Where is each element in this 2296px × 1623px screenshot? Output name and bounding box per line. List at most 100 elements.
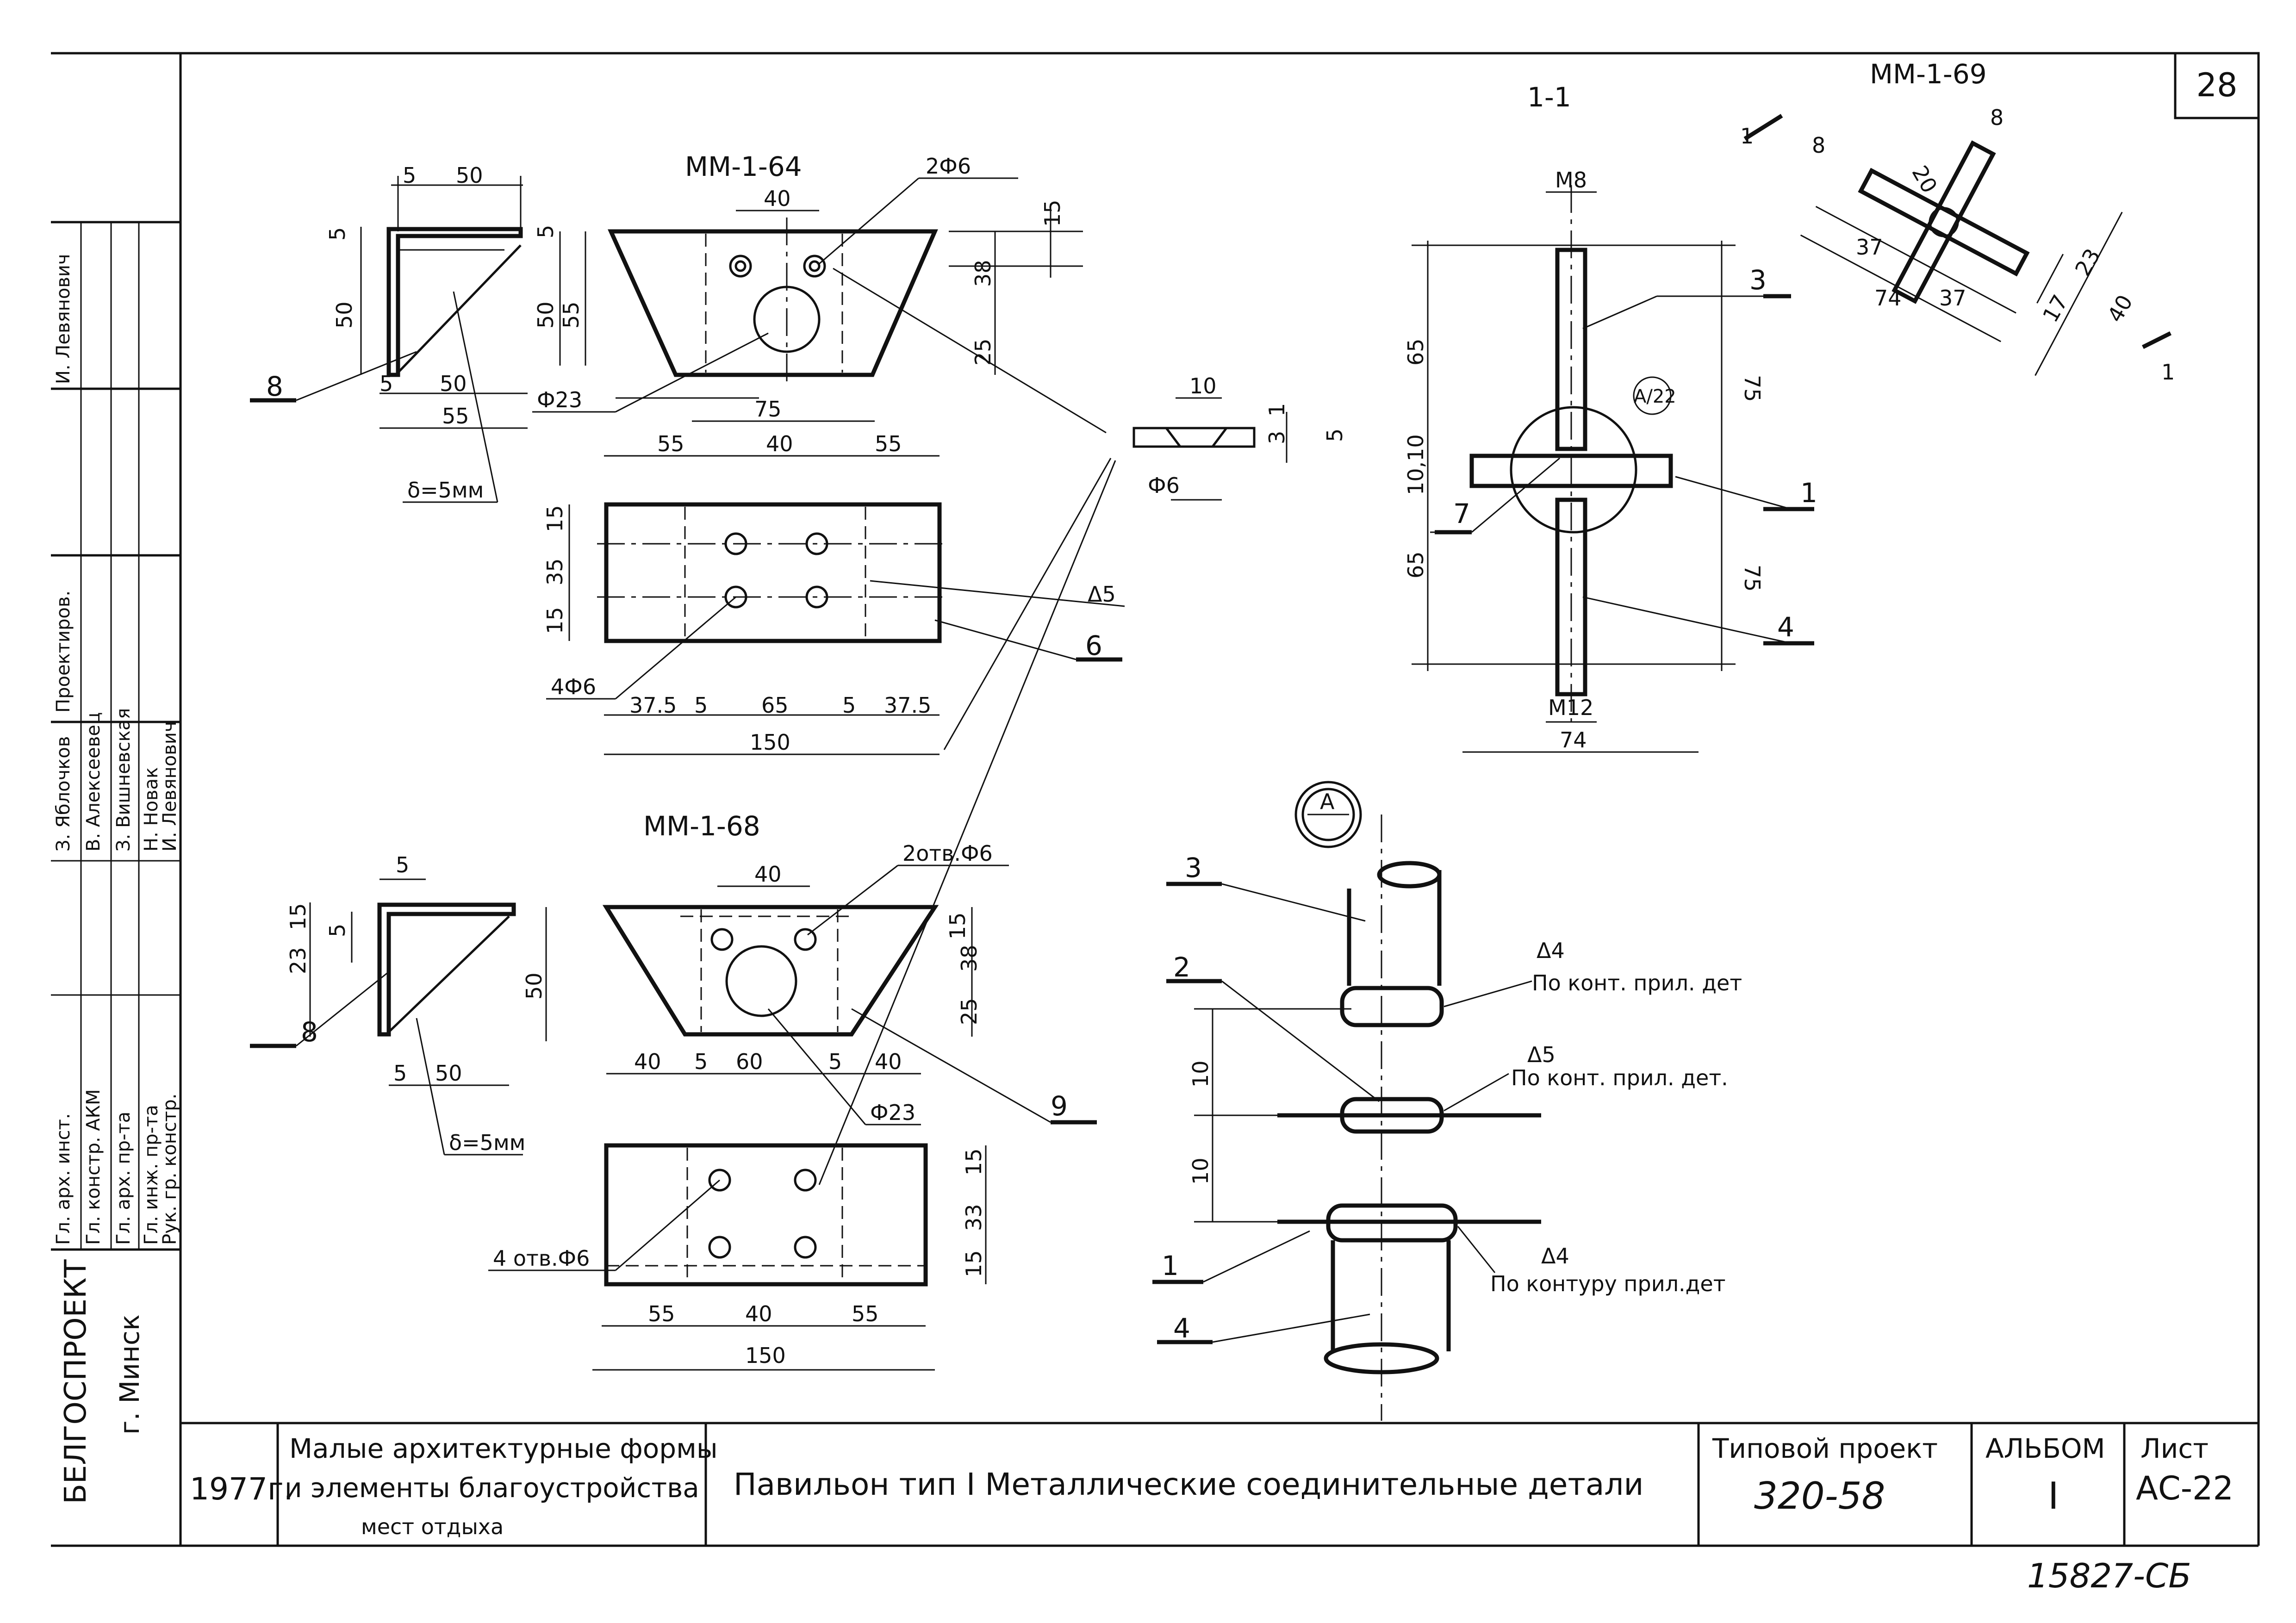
archive-stamp: 15827-СБ — [2027, 1556, 2191, 1595]
sheet-label: Лист — [2140, 1433, 2209, 1464]
series-line-3: мест отдыха — [361, 1514, 504, 1539]
mm168-dim-5-l: 5 — [325, 924, 350, 937]
plan68-dim-33: 33 — [961, 1204, 986, 1231]
plan68-dim-15-a: 15 — [961, 1148, 986, 1175]
node-ref: А/22 — [1634, 386, 1676, 407]
dim-50-left: 50 — [332, 301, 357, 329]
callout-8: 7 — [1453, 498, 1470, 529]
series-line-2: и элементы благоустройства — [285, 1472, 699, 1504]
mm168-dim-40-r: 40 — [875, 1049, 902, 1074]
dim-50-bottom: 50 — [440, 371, 467, 396]
detail-dim-5: 5 — [1322, 429, 1347, 442]
label-4phi6: 4Ф6 — [551, 674, 596, 699]
detail-dim-1: 1 — [1264, 403, 1289, 417]
cut-mark-bottom: 1 — [2161, 360, 2175, 385]
callout-7-a: 8 — [266, 371, 283, 402]
weld5-mid: Δ5 — [1527, 1042, 1556, 1067]
cross-dim-8-a: 8 — [1812, 133, 1825, 158]
plan-dim-150: 150 — [750, 730, 790, 755]
plan-dim-55-l: 55 — [657, 431, 684, 456]
bolt-dim-10-10: 10,10 — [1403, 434, 1428, 495]
thickness-note-b: δ=5мм — [449, 1130, 525, 1155]
sheet-value: АС-22 — [2136, 1469, 2234, 1507]
project-label: Типовой проект — [1712, 1433, 1938, 1464]
label-4holes-phi6: 4 отв.Ф6 — [493, 1246, 590, 1271]
label-2phi6: 2Ф6 — [926, 154, 971, 179]
dim-50-top: 50 — [456, 163, 483, 188]
label-2holes-phi6: 2отв.Ф6 — [902, 841, 993, 866]
node-a-detail — [1194, 815, 1541, 1421]
weld-note-2: По конт. прил. дет. — [1511, 1065, 1728, 1090]
mm168-dim-40-l: 40 — [634, 1049, 661, 1074]
sheet-title: Павильон тип I Металлические соединитель… — [734, 1467, 1643, 1502]
plan-dim-5-l: 5 — [694, 693, 708, 718]
weld4-top: Δ4 — [1537, 938, 1565, 963]
sheet-frame — [51, 52, 2260, 1547]
plan68-dim-15-b: 15 — [961, 1250, 986, 1277]
callout-6: 6 — [1085, 630, 1102, 661]
bolt-section — [1412, 185, 1736, 753]
mm169-title: ММ-1-69 — [1870, 58, 1987, 90]
mm164-dim-40: 40 — [764, 186, 791, 211]
bolt-dim-74: 74 — [1560, 728, 1587, 752]
plan-dim-15-b: 15 — [542, 607, 567, 634]
detail-dim-10: 10 — [1189, 373, 1217, 398]
mm164-dim-75: 75 — [754, 397, 782, 422]
callout-2: 2 — [1173, 951, 1190, 983]
staff-role-4: Гл. инж. пр-та — [141, 1105, 162, 1245]
bolt-m8: М8 — [1555, 168, 1587, 193]
plan-dim-35: 35 — [542, 558, 567, 585]
dim-5-left: 5 — [325, 227, 350, 241]
detail-dim-3: 3 — [1264, 431, 1289, 444]
bolt-dim-65-bot: 65 — [1403, 551, 1428, 578]
dim-5-bottom: 5 — [380, 371, 393, 396]
cross-dim-17: 17 — [2038, 291, 2073, 327]
dim-5-top: 5 — [403, 163, 416, 188]
cross-dim-37-b: 37 — [1939, 286, 1966, 311]
mm169-cross — [1800, 140, 2123, 376]
mm164-trapezoid — [608, 204, 1083, 422]
org-city: г. Минск — [114, 1314, 145, 1435]
weld4-bottom: Δ4 — [1541, 1244, 1569, 1269]
hole-section-detail — [1132, 397, 1288, 501]
section-title: 1-1 — [1527, 81, 1571, 113]
mm168-angle-view — [309, 878, 547, 1086]
mm168-dim-25: 25 — [957, 998, 982, 1025]
staff-name-3: З. Вишневская — [113, 708, 134, 852]
mm168-dim-40-top: 40 — [754, 862, 782, 887]
bolt-dim-75-bot: 75 — [1740, 565, 1765, 592]
weld-note-1: По конт. прил. дет — [1532, 970, 1742, 995]
cross-dim-40: 40 — [2103, 291, 2138, 327]
staff-name-2: В. Алексеевец — [83, 712, 104, 852]
staff-strip — [51, 221, 180, 1251]
plan68-dim-55-r: 55 — [852, 1301, 879, 1326]
cross-dim-74: 74 — [1874, 286, 1902, 311]
mm164-title: ММ-1-64 — [685, 151, 802, 182]
mm164-angle-view — [360, 176, 586, 429]
plan-dim-15-a: 15 — [542, 505, 567, 532]
mm164-plate-plan — [568, 455, 949, 755]
bolt-dim-65-top: 65 — [1403, 338, 1428, 366]
callout-3-a: 3 — [1185, 852, 1202, 883]
mm164-dim-15: 15 — [1040, 199, 1065, 227]
dim-55-bottom: 55 — [442, 404, 469, 429]
mm164-dim-38: 38 — [971, 260, 996, 287]
node-a-letter: А — [1320, 789, 1335, 814]
staff-role-3: Гл. арх. пр-та — [113, 1112, 134, 1245]
callout-4-b: 4 — [1777, 611, 1794, 643]
plan68-dim-40: 40 — [745, 1301, 772, 1326]
mm168-dim-23: 23 — [286, 947, 311, 974]
plan-dim-40: 40 — [766, 431, 793, 456]
mm164-dim-25: 25 — [971, 338, 996, 366]
staff-top-name: И. Левянович — [53, 254, 74, 384]
mm168-dim-15-r: 15 — [945, 912, 970, 939]
staff-role-1: Гл. арх. инст. — [53, 1113, 74, 1245]
cut-marks — [1743, 114, 2172, 349]
mm168-dim-60: 60 — [736, 1049, 763, 1074]
label-phi23-a: Ф23 — [537, 387, 582, 412]
weld-note-3: По контуру прил.дет — [1490, 1271, 1726, 1296]
bolt-dim-75-top: 75 — [1740, 375, 1765, 402]
label-phi23-b: Ф23 — [870, 1100, 915, 1125]
mm168-dim-50-r: 50 — [522, 972, 547, 1000]
